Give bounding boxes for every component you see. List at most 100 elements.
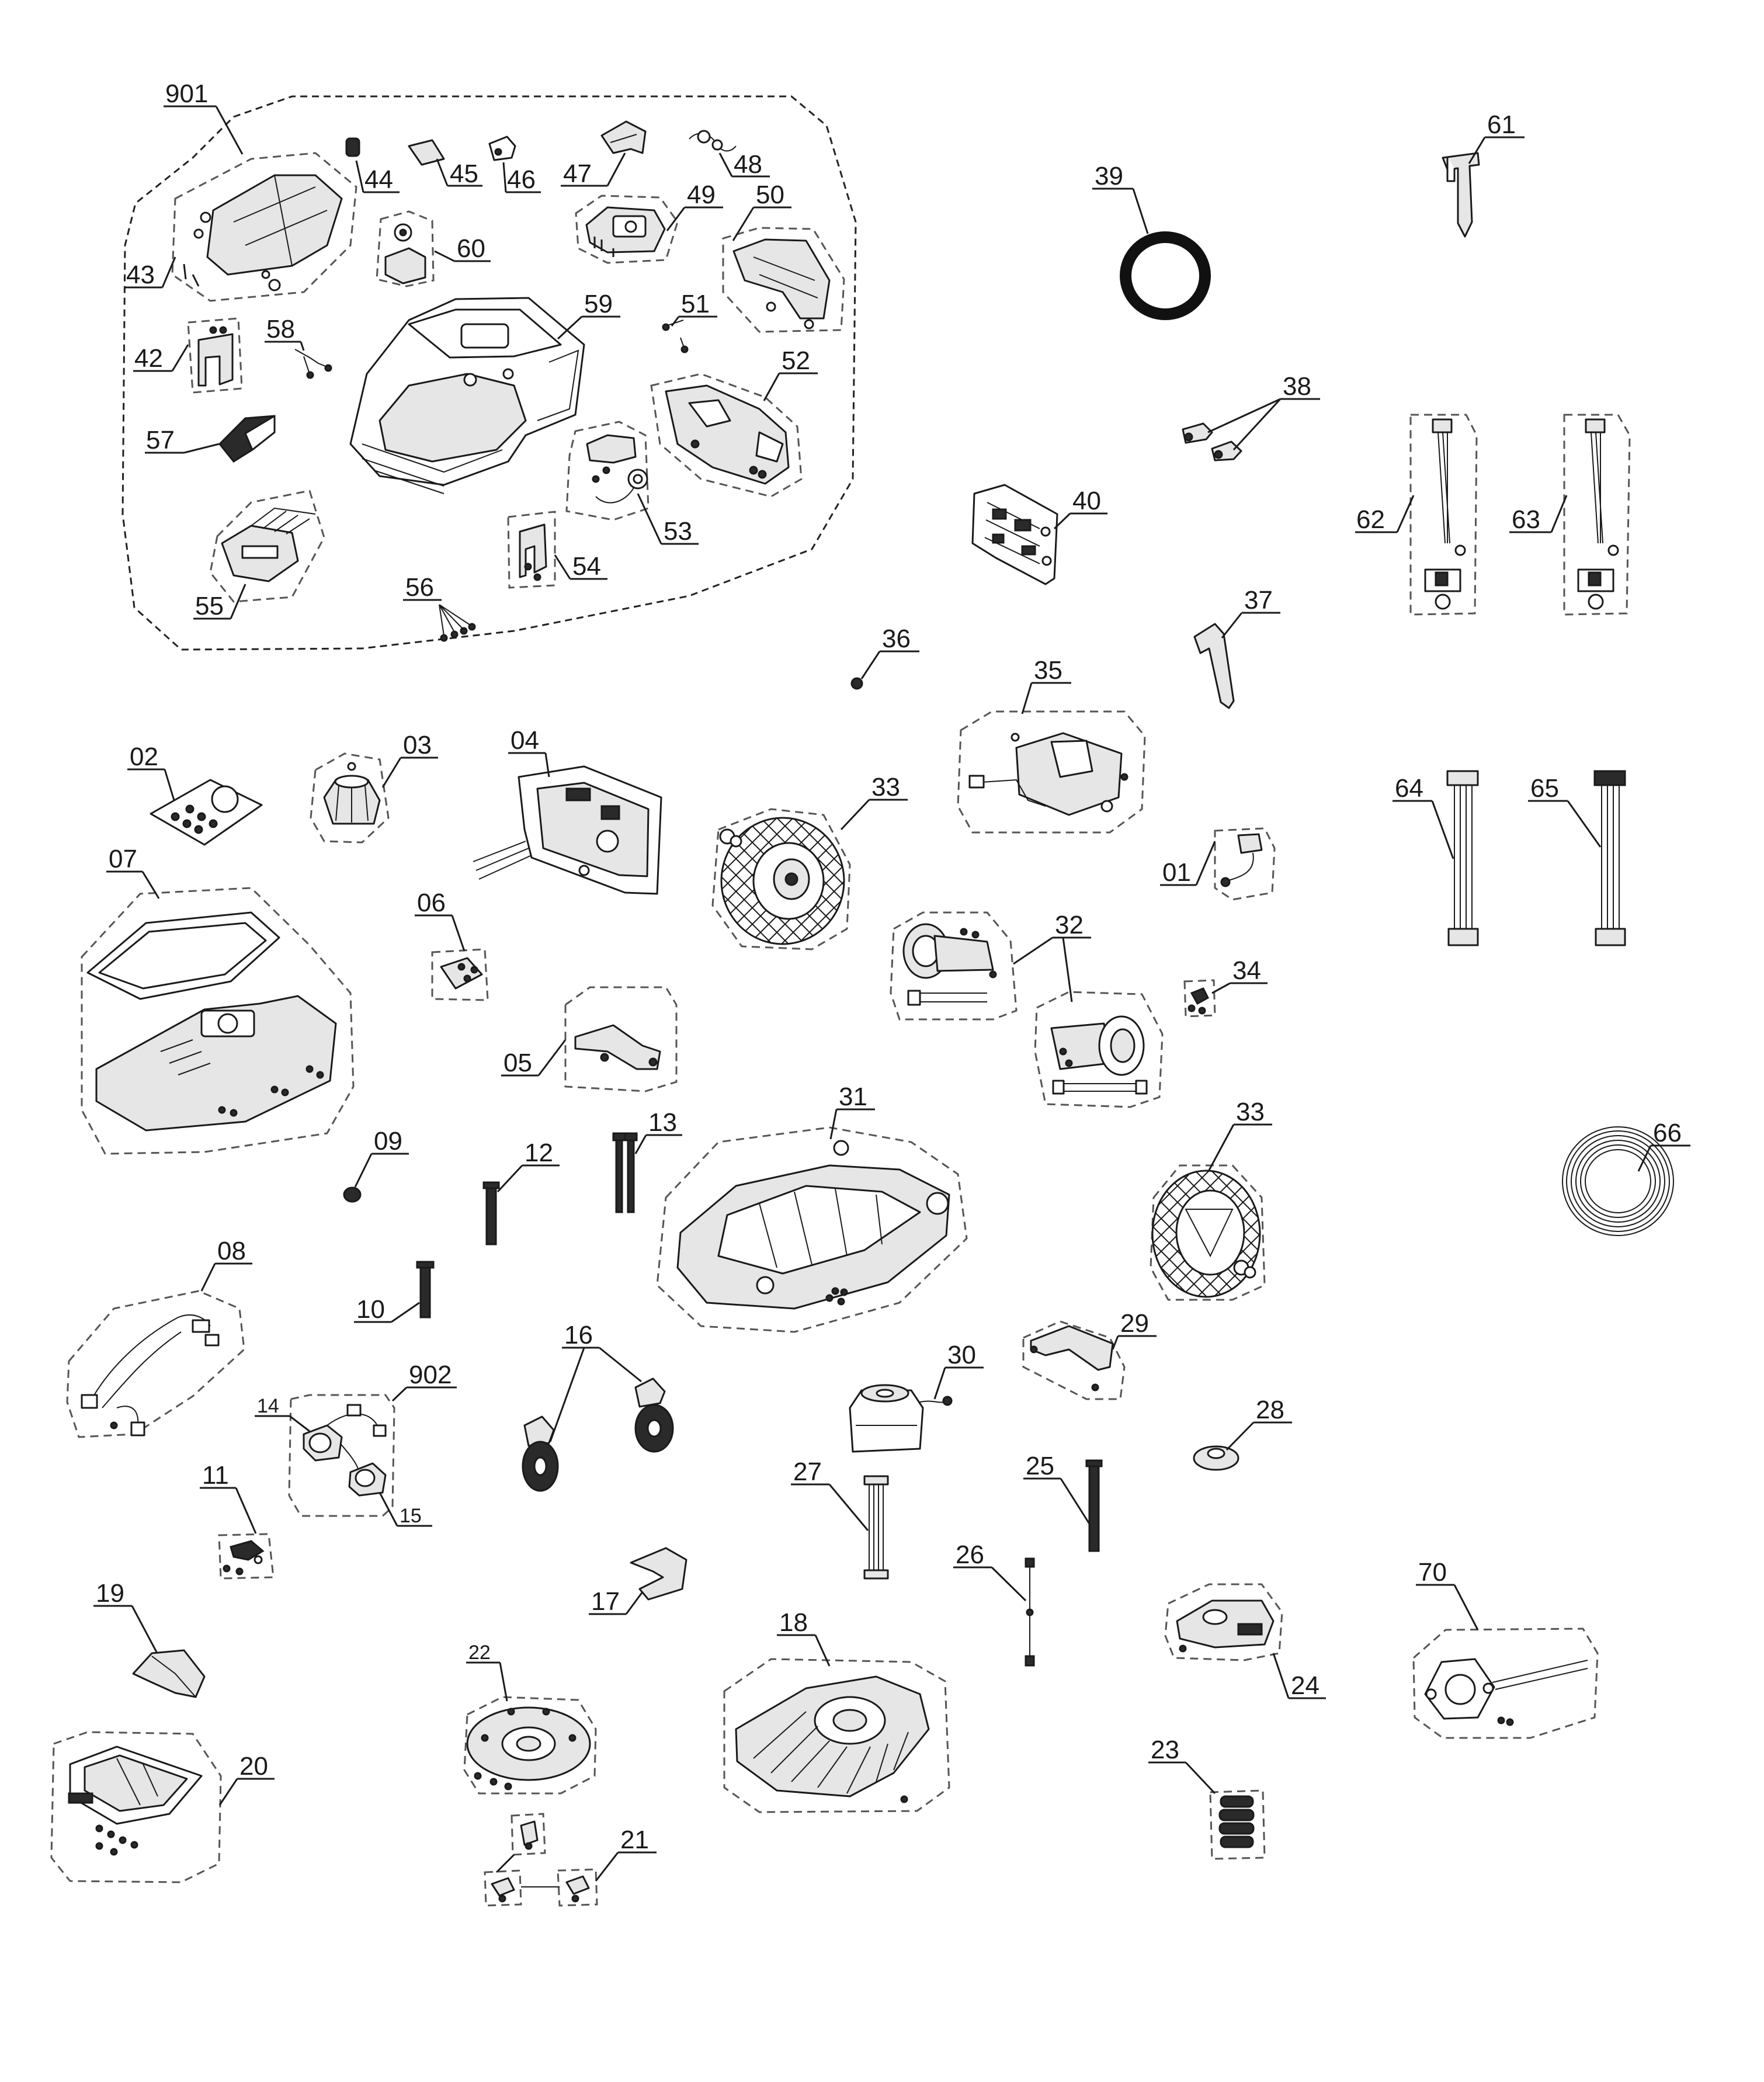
part-62-charging-contact[interactable]: [1409, 414, 1478, 616]
part-27-ribbon-cable[interactable]: [863, 1475, 889, 1580]
label-37: 37: [1244, 586, 1273, 615]
part-36-nut[interactable]: [850, 677, 863, 690]
part-32-drive-motor-a[interactable]: [890, 911, 1018, 1021]
label-21: 21: [620, 1826, 649, 1854]
label-15: 15: [400, 1505, 422, 1527]
part-40-circuit-board[interactable]: [971, 484, 1058, 585]
part-28-blade-disc-hub[interactable]: [1193, 1445, 1239, 1471]
label-46: 46: [507, 165, 536, 194]
part-03-knob[interactable]: [310, 752, 390, 844]
part-51-screws[interactable]: [662, 320, 689, 353]
part-63-charging-contact[interactable]: [1563, 414, 1631, 616]
part-60-switch[interactable]: [376, 210, 435, 287]
label-22: 22: [468, 1642, 491, 1664]
part-21-blade-set[interactable]: [484, 1813, 598, 1907]
part-59-main-shell[interactable]: [349, 297, 585, 494]
part-04-main-controller-board[interactable]: [473, 765, 662, 895]
part-19-cover-cap[interactable]: [132, 1649, 206, 1698]
part-58-cable[interactable]: [294, 349, 332, 379]
part-24-blade-motor-cover[interactable]: [1164, 1583, 1283, 1661]
label-02: 02: [130, 742, 158, 771]
part-54-latch[interactable]: [507, 511, 556, 589]
label-51: 51: [681, 290, 710, 318]
label-13: 13: [648, 1108, 677, 1137]
part-902-sensor-assembly[interactable]: [288, 1394, 395, 1517]
part-56-screw-set[interactable]: [439, 604, 476, 642]
part-47-handle[interactable]: [600, 120, 647, 154]
part-30-height-motor[interactable]: [849, 1384, 953, 1453]
part-49-control-panel[interactable]: [575, 195, 679, 264]
part-01-sensor-cable[interactable]: [1214, 827, 1276, 901]
label-30: 30: [947, 1341, 976, 1369]
part-32-drive-motor-b[interactable]: [1034, 991, 1164, 1108]
label-61: 61: [1487, 110, 1516, 139]
label-10: 10: [356, 1295, 385, 1324]
part-53-sensor-assembly[interactable]: [565, 421, 650, 521]
part-50-rear-cover[interactable]: [722, 227, 845, 333]
part-33-drive-wheel-front[interactable]: [711, 808, 851, 950]
label-49: 49: [687, 181, 716, 209]
label-43: 43: [126, 261, 155, 289]
part-33-drive-wheel-rear[interactable]: [1150, 1164, 1266, 1301]
label-23: 23: [1151, 1736, 1179, 1764]
part-38-fasteners[interactable]: [1182, 422, 1242, 461]
part-10-bolt[interactable]: [416, 1261, 435, 1318]
label-52: 52: [782, 346, 810, 375]
label-36: 36: [882, 624, 911, 653]
part-18-blade-guard[interactable]: [723, 1658, 950, 1813]
label-28: 28: [1256, 1396, 1284, 1424]
part-39-seal-ring[interactable]: [1120, 231, 1211, 320]
label-48: 48: [734, 150, 762, 179]
label-38: 38: [1283, 372, 1311, 401]
part-23-spring[interactable]: [1209, 1789, 1266, 1860]
label-18: 18: [779, 1608, 808, 1637]
part-42-bracket[interactable]: [187, 317, 243, 394]
part-66-boundary-wire-coil[interactable]: [1562, 1126, 1674, 1236]
label-901: 901: [165, 79, 208, 108]
part-11-clip-set[interactable]: [218, 1533, 275, 1580]
part-52-chassis-rail[interactable]: [650, 373, 803, 498]
label-45: 45: [450, 159, 478, 188]
part-70-mounting-plate[interactable]: [1412, 1628, 1599, 1739]
part-06-gasket-plate[interactable]: [431, 948, 489, 1001]
label-70: 70: [1418, 1558, 1447, 1587]
part-48-sensor-wire[interactable]: [689, 130, 737, 152]
part-09-nut[interactable]: [343, 1186, 362, 1203]
label-26: 26: [956, 1540, 984, 1569]
part-43-top-lid[interactable]: [171, 152, 357, 302]
part-61-ground-peg[interactable]: [1442, 152, 1480, 238]
part-37-ground-peg[interactable]: [1193, 623, 1235, 709]
part-02-keypad-overlay[interactable]: [150, 779, 263, 846]
part-05-sensor-board[interactable]: [564, 986, 678, 1092]
label-47: 47: [563, 159, 592, 188]
part-13-cable-ties[interactable]: [612, 1132, 638, 1213]
part-46-clip[interactable]: [488, 136, 516, 161]
label-63: 63: [1512, 505, 1540, 534]
part-34-nut-set[interactable]: [1183, 979, 1216, 1018]
part-35-blade-motor-module[interactable]: [957, 710, 1146, 834]
part-08-wire-harness[interactable]: [66, 1290, 245, 1438]
label-07: 07: [109, 845, 137, 873]
part-55-connector-block[interactable]: [209, 490, 325, 603]
label-19: 19: [96, 1579, 124, 1608]
part-65-cable-harness[interactable]: [1593, 770, 1626, 946]
label-16: 16: [564, 1321, 593, 1349]
part-20-battery-cover[interactable]: [50, 1731, 222, 1883]
part-29-bumper-bar[interactable]: [1022, 1320, 1126, 1400]
part-26-cable[interactable]: [1025, 1557, 1035, 1667]
part-45-flat-plate[interactable]: [408, 139, 445, 166]
label-17: 17: [591, 1587, 620, 1616]
part-07-lower-housing[interactable]: [81, 887, 355, 1155]
part-16-front-caster-wheels[interactable]: [522, 1377, 674, 1492]
part-31-chassis-base[interactable]: [656, 1126, 968, 1333]
part-44-small-pin[interactable]: [345, 137, 360, 157]
part-17-deflector[interactable]: [630, 1547, 687, 1601]
part-12-bolt[interactable]: [482, 1181, 500, 1245]
part-57-bumper-pad[interactable]: [218, 415, 276, 463]
part-22-blade-disc[interactable]: [463, 1696, 597, 1795]
label-58: 58: [266, 315, 295, 343]
part-25-cable[interactable]: [1085, 1459, 1103, 1552]
label-53: 53: [664, 517, 692, 546]
part-64-cable-harness[interactable]: [1446, 770, 1479, 946]
